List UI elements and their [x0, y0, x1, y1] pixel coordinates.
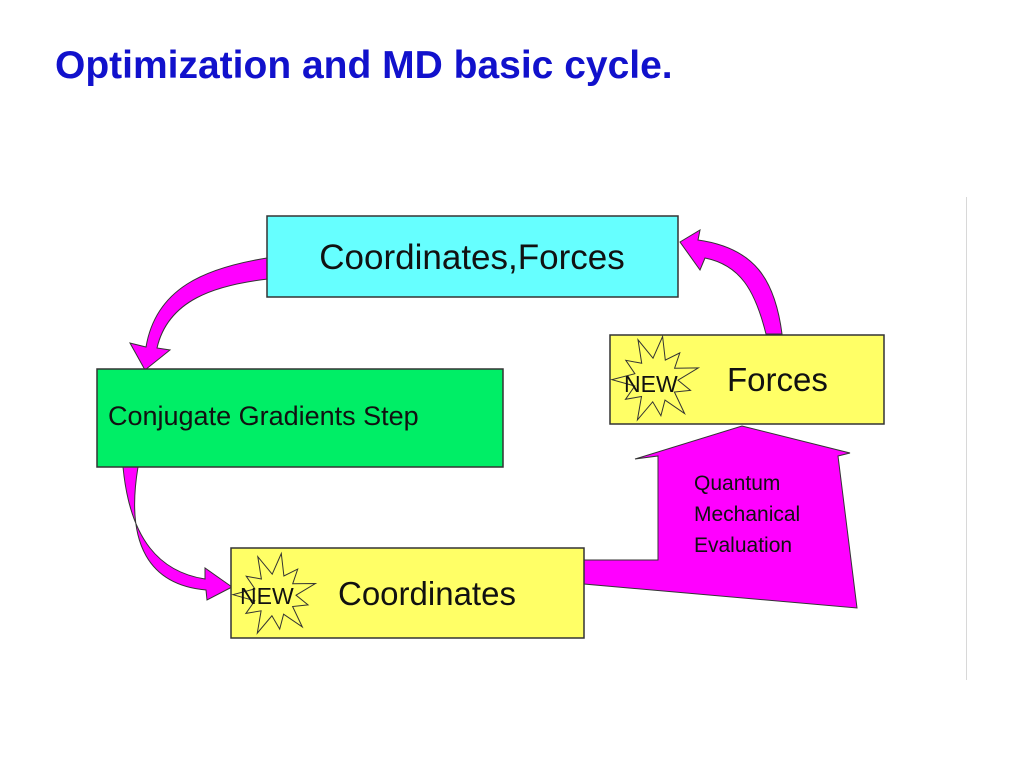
starburst-new-forces: [610, 334, 701, 422]
arrow-coordinates-forces-to-gradients: [129, 257, 269, 371]
arrow-gradients-to-new-coordinates: [122, 466, 233, 601]
box-new-coordinates: [230, 547, 585, 639]
arrow-new-forces-to-coordinates-forces: [679, 228, 783, 335]
arrow-quantum-evaluation: [583, 425, 858, 609]
starburst-coordinates-shape: [231, 551, 318, 635]
quantum-evaluation-line-1: Quantum: [694, 472, 780, 495]
vertical-divider: [966, 197, 967, 680]
box-coordinates-forces-label: Coordinates,Forces: [319, 238, 624, 277]
box-new-forces-label: Forces: [727, 361, 828, 398]
quantum-evaluation-label: Quantum Mechanical Evaluation: [694, 472, 806, 557]
starburst-new-coordinates: [231, 551, 318, 635]
starburst-forces-shape: [610, 334, 701, 422]
starburst-forces-label: NEW: [624, 371, 678, 397]
box-new-coordinates-label: Coordinates: [338, 575, 516, 612]
quantum-evaluation-line-3: Evaluation: [694, 534, 792, 557]
box-conjugate-gradients-label: Conjugate Gradients Step: [108, 401, 419, 431]
starburst-coordinates-label: NEW: [240, 583, 294, 609]
quantum-evaluation-line-2: Mechanical: [694, 503, 800, 526]
box-coordinates-forces: [266, 215, 679, 298]
box-conjugate-gradients: [96, 368, 504, 468]
slide-title: Optimization and MD basic cycle.: [55, 44, 673, 87]
